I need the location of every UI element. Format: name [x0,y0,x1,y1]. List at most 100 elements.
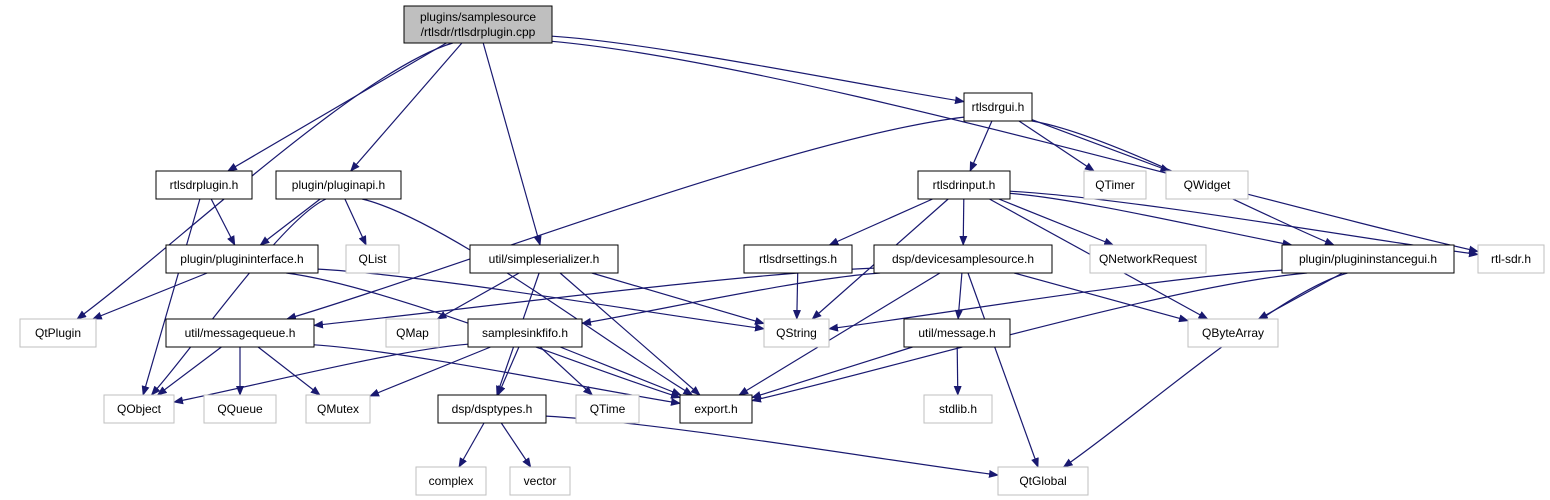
edge-plugininterface_h-to-qtplugin [91,272,208,320]
node-box [1477,244,1545,274]
node-label: QWidget [1184,178,1231,192]
node-box [165,244,319,274]
edge-line [286,116,965,321]
edge-line [1009,192,1293,248]
node-box [103,394,175,424]
edge-line [551,35,965,105]
node-label: QTimer [1095,178,1135,192]
file-nodes: plugins/samplesource/rtlsdr/rtlsdrplugin… [19,5,1545,496]
edge-line [482,42,542,246]
edge-line [954,272,963,320]
node-label: QNetworkRequest [1099,252,1198,266]
node-box [963,92,1033,122]
node-box [1187,318,1279,348]
node-stdlib_h: stdlib.h [923,394,993,424]
edge-dsptypes_h-to-complex [458,422,485,468]
node-qwidget: QWidget [1165,170,1249,200]
edge-rtlsdrgui_h-to-messagequeue_h [286,116,965,321]
edge-line [559,272,701,396]
node-messagequeue_h[interactable]: util/messagequeue.h [165,318,315,348]
edge-line [350,42,463,172]
node-qmap: QMap [385,318,440,348]
edge-line [545,415,999,478]
node-box [923,394,993,424]
edge-devicesamplesource_h-to-export_h [738,272,941,396]
node-devicesamplesource_h[interactable]: dsp/devicesamplesource.h [873,244,1053,274]
node-qlist: QList [345,244,400,274]
node-label: util/simpleserializer.h [489,252,600,266]
edge-devicesamplesource_h-to-qtglobal [967,272,1039,468]
edge-dsptypes_h-to-vector [500,422,532,468]
node-box [467,318,583,348]
node-samplesinkfifo_h[interactable]: samplesinkfifo.h [467,318,583,348]
edge-line [344,198,367,246]
node-label: QtPlugin [35,326,81,340]
edge-plugininstancegui_h-to-export_h [751,272,1308,403]
node-qnetworkrequest: QNetworkRequest [1089,244,1207,274]
edge-line [436,272,520,320]
edge-line [591,272,765,325]
node-box [1281,244,1455,274]
edge-root-to-simpleserializer_h [482,42,542,246]
node-box [679,394,753,424]
node-box [275,170,402,200]
edge-line [969,120,993,172]
edge-rtlsdrinput_h-to-qnetworkrequest [998,198,1115,246]
edge-rtlsdrgui_h-to-rtlsdrinput_h [969,120,993,172]
node-box [403,5,553,44]
node-qmutex: QMutex [305,394,371,424]
node-simpleserializer_h[interactable]: util/simpleserializer.h [469,244,619,274]
node-label: plugin/plugininterface.h [180,252,303,266]
edge-line [173,343,469,405]
edge-dsptypes_h-to-qtglobal [545,415,999,478]
node-label: util/message.h [918,326,995,340]
edge-line [141,198,201,396]
node-root[interactable]: plugins/samplesource/rtlsdr/rtlsdrplugin… [403,5,553,44]
node-dsptypes_h[interactable]: dsp/dsptypes.h [437,394,547,424]
edge-plugininstancegui_h-to-qtglobal [1062,272,1348,468]
node-rtlsdrinput_h[interactable]: rtlsdrinput.h [917,170,1011,200]
node-label: /rtlsdr/rtlsdrplugin.cpp [421,25,536,39]
edge-line [559,346,682,396]
node-box [1083,170,1147,200]
edge-line [751,272,1308,403]
node-export_h[interactable]: export.h [679,394,753,424]
node-label: QMutex [317,402,359,416]
edge-devicesamplesource_h-to-message_h [954,272,963,320]
node-rtlsdrsettings_h[interactable]: rtlsdrsettings.h [743,244,853,274]
edge-pluginapi_h-to-qobject [150,198,327,396]
node-label: util/messagequeue.h [185,326,296,340]
edge-line [998,198,1115,246]
node-box [873,244,1053,274]
edge-line [1013,272,1189,323]
edge-rtlsdrinput_h-to-devicesamplesource_h [959,198,968,246]
node-pluginapi_h[interactable]: plugin/pluginapi.h [275,170,402,200]
node-rtlsdrplugin_h[interactable]: rtlsdrplugin.h [155,170,253,200]
edge-line [156,346,222,396]
edge-root-to-rtlsdrplugin_h [227,42,447,172]
node-label: QObject [117,402,162,416]
edge-line [227,42,447,172]
node-qstring: QString [763,318,830,348]
edge-line [953,346,962,396]
node-box [437,394,547,424]
edge-line [751,346,913,399]
edge-line [828,269,1283,332]
node-box [203,394,277,424]
edge-line [539,346,594,396]
edge-root-to-rtl_sdr_h [551,40,1479,254]
node-message_h[interactable]: util/message.h [903,318,1011,348]
node-box [1165,170,1249,200]
node-plugininstancegui_h[interactable]: plugin/plugininstancegui.h [1281,244,1455,274]
edge-line [257,346,321,396]
edge-line [959,198,968,246]
node-label: dsp/devicesamplesource.h [892,252,1034,266]
node-qtime: QTime [575,394,640,424]
node-label: rtlsdrsettings.h [759,252,837,266]
node-vector: vector [509,466,571,496]
node-plugininterface_h[interactable]: plugin/plugininterface.h [165,244,319,274]
edge-rtlsdrplugin_h-to-plugininterface_h [210,198,236,246]
node-box [917,170,1011,200]
node-box [415,466,487,496]
node-rtlsdrgui_h[interactable]: rtlsdrgui.h [963,92,1033,122]
